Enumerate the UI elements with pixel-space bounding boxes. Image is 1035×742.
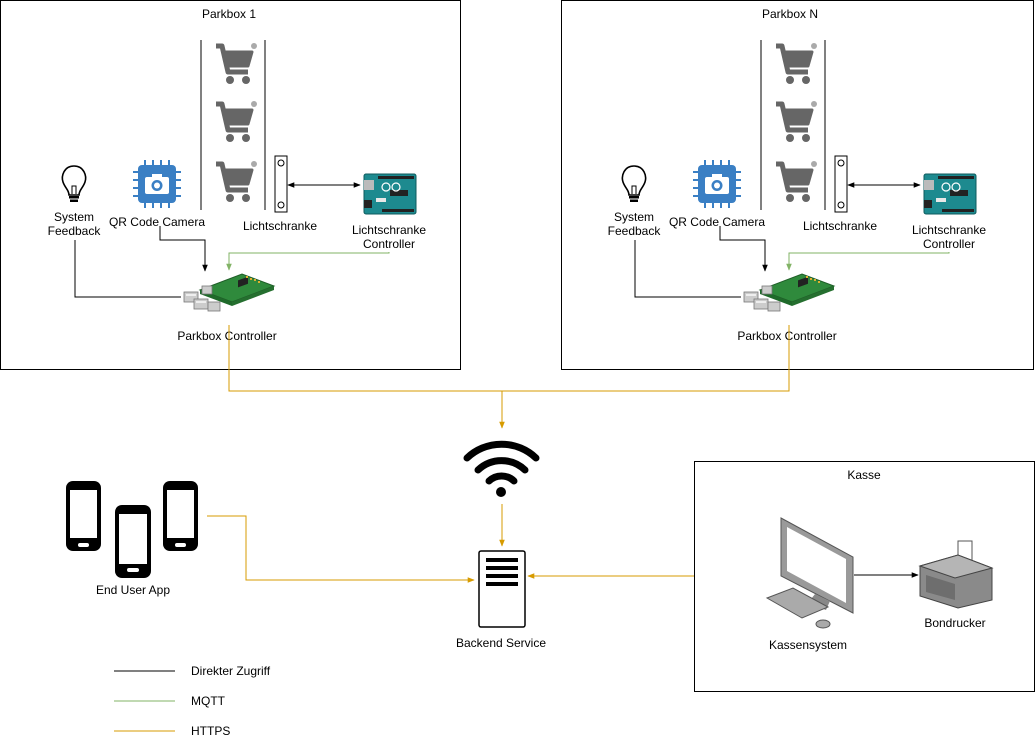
parkbox-controller-label: Parkbox Controller <box>177 329 276 343</box>
cart-icon <box>776 161 817 202</box>
parkbox-controller-label: Parkbox Controller <box>737 329 836 343</box>
wifi-icon <box>463 440 540 497</box>
qr-camera-label: QR Code Camera <box>109 215 205 229</box>
smartphone-icon <box>66 481 101 551</box>
mqtt-edge <box>786 252 950 271</box>
cart-icon <box>216 161 257 202</box>
raspberry-pi-icon <box>183 273 275 312</box>
system-feedback-label: Feedback <box>48 224 102 238</box>
ls-controller-label: Lichtschranke <box>912 223 986 237</box>
https-edge-app <box>207 515 475 583</box>
legend-label: HTTPS <box>191 724 230 738</box>
camera-to-controller-edge <box>719 226 768 272</box>
legend-label: Direkter Zugriff <box>191 664 271 678</box>
system-feedback-label: System <box>614 210 654 224</box>
lichtschranke-label: Lichtschranke <box>803 219 877 233</box>
ls-controller-label: Controller <box>363 237 415 251</box>
qr-camera-label: QR Code Camera <box>669 215 765 229</box>
cart-icon <box>216 101 257 142</box>
arduino-icon <box>363 173 417 215</box>
light-barrier-icon <box>274 155 288 213</box>
camera-to-controller-edge <box>159 226 208 272</box>
camera-chip-icon <box>692 159 742 209</box>
ls-controller-label: Lichtschranke <box>352 223 426 237</box>
server-icon <box>478 550 526 628</box>
cart-icon <box>776 43 817 84</box>
parkbox-n-title: Parkbox N <box>762 7 818 21</box>
light-barrier-icon <box>834 155 848 213</box>
raspberry-pi-icon <box>743 273 835 312</box>
arduino-icon <box>923 173 977 215</box>
system-feedback-label: Feedback <box>608 224 662 238</box>
system-feedback-label: System <box>54 210 94 224</box>
parkbox-1-title: Parkbox 1 <box>202 7 256 21</box>
mqtt-edge <box>226 252 390 271</box>
bondrucker-label: Bondrucker <box>924 616 985 630</box>
kassensystem-label: Kassensystem <box>769 638 847 652</box>
https-edge-parkbox-n <box>502 325 790 392</box>
computer-icon <box>765 517 854 629</box>
cart-icon <box>776 101 817 142</box>
legend-label: MQTT <box>191 694 226 708</box>
feedback-to-controller-edge <box>634 240 741 298</box>
parkbox-n-frame <box>561 0 1034 370</box>
kasse-title: Kasse <box>847 468 881 482</box>
camera-chip-icon <box>132 159 182 209</box>
ls-controller-label: Controller <box>923 237 975 251</box>
parkbox-1-frame <box>0 0 461 370</box>
smartphone-icon <box>163 481 198 551</box>
lightbulb-icon <box>61 165 87 203</box>
smartphone-icon <box>115 505 151 578</box>
feedback-to-controller-edge <box>74 240 181 298</box>
printer-icon <box>918 540 994 609</box>
lightbulb-icon <box>621 165 647 203</box>
lichtschranke-label: Lichtschranke <box>243 219 317 233</box>
cart-icon <box>216 43 257 84</box>
end-user-app-label: End User App <box>96 583 170 597</box>
https-edge-parkbox-1 <box>228 325 502 392</box>
backend-service-label: Backend Service <box>456 636 546 650</box>
